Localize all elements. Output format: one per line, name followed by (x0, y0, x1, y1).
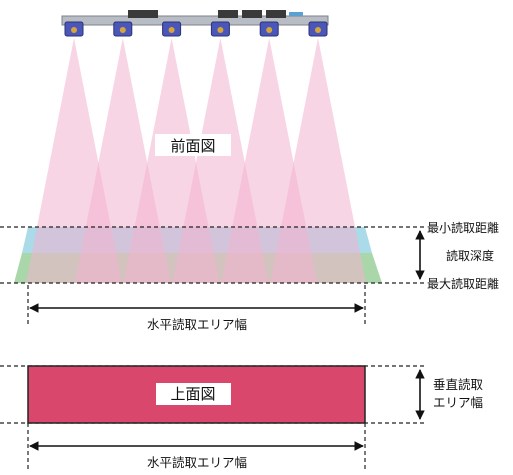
distance-guides (0, 226, 425, 325)
camera-5 (259, 21, 279, 37)
camera-lens (168, 27, 175, 33)
rail-module-2 (218, 10, 238, 18)
front-view-title-text: 前面図 (170, 137, 215, 155)
camera-lens (217, 27, 224, 33)
camera-4 (210, 21, 230, 37)
camera-1 (64, 21, 84, 37)
rail-module-1 (128, 10, 158, 18)
camera-lens (315, 27, 321, 33)
top-width-label: 水平読取エリア幅 (147, 455, 247, 470)
top-view-title-box (156, 383, 231, 405)
top-view: 上面図 垂直読取 エリア幅 水平読取エリア幅 (0, 365, 484, 470)
camera-lens (119, 27, 126, 33)
min-distance-label: 最小読取距離 (427, 220, 499, 235)
camera-3 (162, 21, 182, 37)
camera-6 (308, 21, 328, 37)
front-width-label: 水平読取エリア幅 (147, 317, 247, 332)
camera-rail (61, 10, 329, 26)
rail-bar (61, 15, 329, 26)
camera-lens (71, 27, 77, 33)
depth-label: 読取深度 (446, 248, 494, 263)
vertical-width-label-line2: エリア幅 (433, 395, 483, 410)
cameras (64, 21, 328, 37)
front-view-title: 前面図 (155, 134, 231, 156)
camera-lens (266, 27, 273, 33)
rail-module-3 (242, 10, 262, 18)
max-distance-label: 最大読取距離 (427, 276, 499, 291)
vertical-width-label-line1: 垂直読取 (433, 377, 484, 392)
top-view-title-text: 上面図 (170, 385, 215, 403)
rail-module-4 (266, 10, 286, 18)
camera-beam-6 (270, 38, 366, 283)
camera-2 (113, 21, 133, 37)
camera-beams (26, 38, 366, 283)
rail-connector (289, 12, 303, 16)
front-view-title-box (155, 134, 231, 156)
